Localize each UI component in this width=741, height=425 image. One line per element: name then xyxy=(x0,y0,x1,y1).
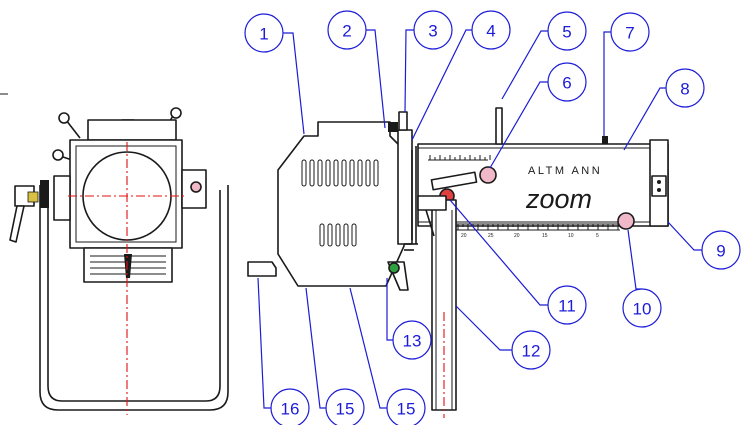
callout-leader xyxy=(283,32,305,135)
brand-name-small: ALTM ANN xyxy=(528,165,602,177)
callout-10: 10 xyxy=(622,229,662,328)
yoke-arm xyxy=(431,199,457,411)
callout-leader xyxy=(411,29,472,141)
callout-bubble xyxy=(547,11,587,51)
callout-bubble xyxy=(413,10,453,50)
callout-8: 8 xyxy=(623,68,705,151)
callout-12: 12 xyxy=(455,305,551,370)
callout-bubble xyxy=(547,62,587,102)
callout-leader xyxy=(489,81,548,169)
callout-bubble xyxy=(244,13,284,53)
callout-16: 16 xyxy=(257,277,310,425)
callout-number: 1 xyxy=(259,25,268,44)
front-yoke xyxy=(39,185,229,411)
callout-leader xyxy=(603,31,611,136)
callout-bubble xyxy=(325,388,365,425)
callout-leader xyxy=(449,199,548,306)
callout-11: 11 xyxy=(449,199,587,325)
top-post xyxy=(602,136,608,144)
zoom-scale-label: 20 xyxy=(514,233,520,239)
top-scale xyxy=(428,155,491,161)
shutter-top xyxy=(398,111,408,131)
front-handle xyxy=(124,254,132,278)
callout-9: 9 xyxy=(667,221,741,270)
zoom-scale-label: 25 xyxy=(488,233,494,239)
rear-cap xyxy=(247,261,277,277)
callout-number: 16 xyxy=(281,400,300,419)
top-rod xyxy=(495,107,503,145)
callout-number: 13 xyxy=(403,332,422,351)
lamp-housing xyxy=(277,121,405,287)
callout-number: 7 xyxy=(625,24,634,43)
callout-bubble xyxy=(386,388,426,425)
callout-bubble xyxy=(471,10,511,50)
focus-knob-top xyxy=(479,166,497,184)
callout-number: 12 xyxy=(522,342,541,361)
callout-number: 10 xyxy=(633,300,652,319)
side-view: 20 25 20 15 10 5 ALTM ANN zoom xyxy=(247,107,669,418)
zoom-scale-label: 5 xyxy=(596,233,599,239)
callout-bubble xyxy=(701,230,741,270)
callout-3: 3 xyxy=(404,10,453,113)
callout-number: 8 xyxy=(680,80,689,99)
callout-6: 6 xyxy=(489,62,587,169)
callout-bubble xyxy=(610,12,650,52)
callout-15b: 15 xyxy=(349,287,426,425)
callout-number: 2 xyxy=(342,22,351,41)
gate-clip xyxy=(388,122,398,132)
callout-bubble xyxy=(622,288,662,328)
callout-leader xyxy=(623,87,666,151)
yoke-lock-handle xyxy=(9,180,49,243)
callout-number: 6 xyxy=(562,74,571,93)
front-body xyxy=(69,139,183,249)
front-left-clamp xyxy=(53,175,71,221)
callout-1: 1 xyxy=(244,13,305,135)
callout-bubble xyxy=(511,330,551,370)
callout-bubble xyxy=(665,68,705,108)
front-yoke-inner xyxy=(47,190,221,402)
callout-leader xyxy=(667,221,702,251)
callout-leader xyxy=(257,277,271,409)
callout-leader xyxy=(349,287,387,409)
gate-assembly xyxy=(397,129,413,245)
brand-name-large: zoom xyxy=(525,184,592,214)
callout-number: 9 xyxy=(716,242,725,261)
front-top-cap xyxy=(87,119,177,141)
callout-number: 3 xyxy=(428,22,437,41)
callout-number: 5 xyxy=(562,23,571,42)
callout-bubble xyxy=(327,10,367,50)
callout-leader xyxy=(366,29,386,129)
callout-number: 4 xyxy=(486,22,495,41)
callout-7: 7 xyxy=(603,12,650,136)
callout-leader xyxy=(455,305,512,351)
callout-leader xyxy=(404,29,414,113)
callout-leader xyxy=(627,229,642,290)
callout-number: 11 xyxy=(558,297,576,316)
callout-4: 4 xyxy=(411,10,511,141)
callout-bubble xyxy=(392,320,432,360)
zoom-scale-label: 15 xyxy=(542,233,548,239)
callout-bubble xyxy=(270,388,310,425)
callout-number: 15 xyxy=(397,400,416,419)
callout-number: 15 xyxy=(336,400,355,419)
callout-5: 5 xyxy=(501,11,587,100)
zoom-scale-label: 10 xyxy=(568,233,574,239)
front-view xyxy=(9,107,229,415)
callout-leader xyxy=(305,287,326,409)
callout-leader xyxy=(501,30,548,100)
focus-knob-front xyxy=(617,212,635,230)
zoom-scale-label: 20 xyxy=(461,233,467,239)
callout-13: 13 xyxy=(386,278,432,360)
callout-2: 2 xyxy=(327,10,386,129)
callout-15a: 15 xyxy=(305,287,365,425)
zoom-scale: 20 25 20 15 10 5 xyxy=(456,223,620,239)
callout-bubble xyxy=(547,285,587,325)
callout-leader xyxy=(386,278,393,341)
housing-vent-slots xyxy=(301,159,379,247)
